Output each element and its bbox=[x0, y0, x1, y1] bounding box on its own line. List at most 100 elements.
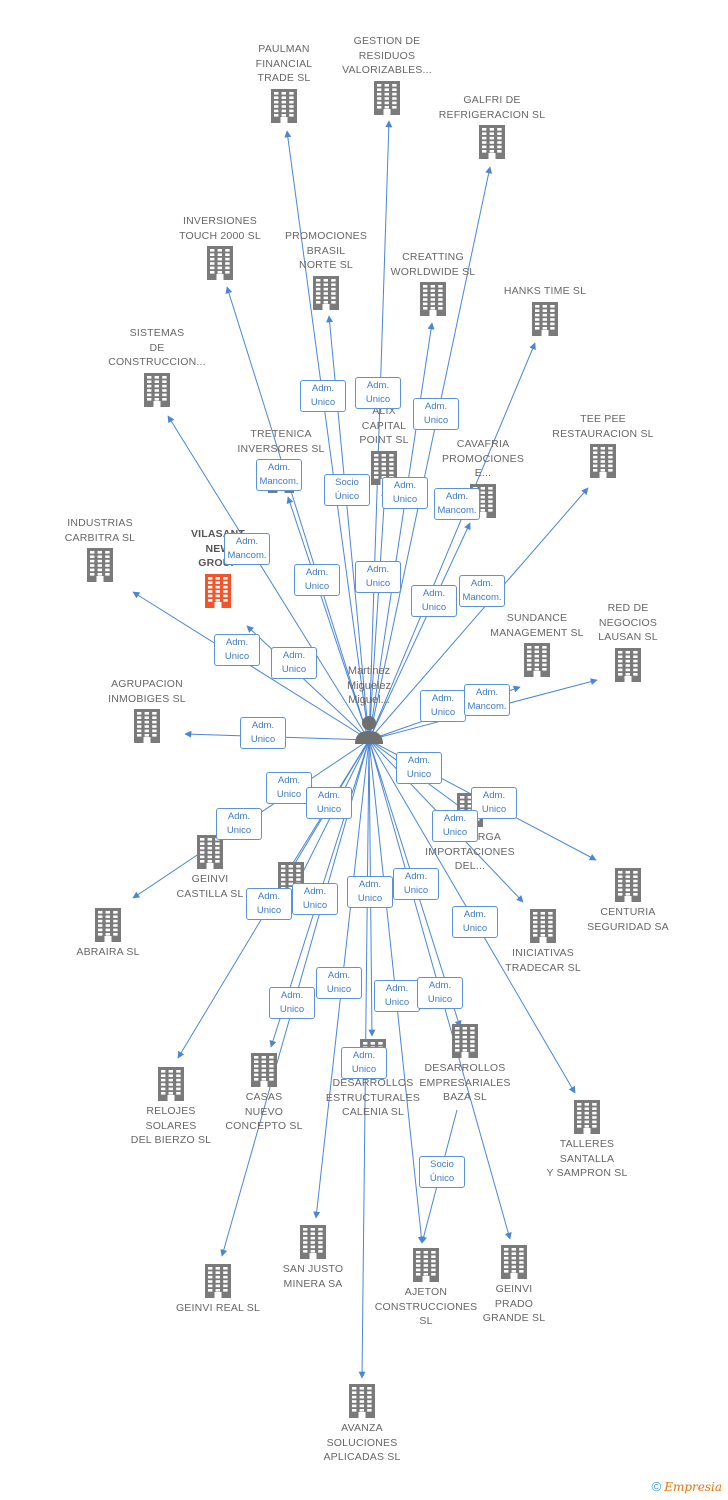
building-icon[interactable] bbox=[532, 301, 558, 336]
role-badge[interactable]: Adm.Unico bbox=[413, 398, 459, 430]
role-badge[interactable]: Adm.Unico bbox=[269, 987, 315, 1019]
role-badge[interactable]: Adm.Unico bbox=[374, 980, 420, 1012]
role-badge[interactable]: Adm.Unico bbox=[417, 977, 463, 1009]
role-badge[interactable]: Adm.Unico bbox=[294, 564, 340, 596]
role-badge[interactable]: Adm.Unico bbox=[216, 808, 262, 840]
role-badge[interactable]: Adm.Mancom. bbox=[224, 533, 270, 565]
role-badge[interactable]: Adm.Unico bbox=[355, 561, 401, 593]
building-icon[interactable] bbox=[313, 275, 339, 310]
building-icon[interactable] bbox=[251, 1053, 277, 1087]
building-icon[interactable] bbox=[615, 647, 641, 682]
role-badge[interactable]: Adm.Unico bbox=[246, 888, 292, 920]
building-icon[interactable] bbox=[590, 444, 616, 478]
role-badge[interactable]: Adm.Mancom. bbox=[434, 488, 480, 520]
role-badge[interactable]: Adm.Unico bbox=[240, 717, 286, 749]
role-badge[interactable]: Adm.Unico bbox=[316, 967, 362, 999]
building-icon[interactable] bbox=[87, 548, 113, 582]
company-label-line: CAPITAL bbox=[361, 419, 407, 432]
building-icon[interactable] bbox=[479, 125, 505, 159]
building-icon[interactable] bbox=[413, 1248, 439, 1282]
building-icon[interactable] bbox=[452, 1024, 478, 1058]
building-icon[interactable] bbox=[300, 1225, 326, 1259]
company-label: HANKS TIME SL bbox=[480, 284, 610, 299]
building-icon[interactable] bbox=[524, 643, 550, 677]
company-label-line: NUEVO bbox=[244, 1105, 284, 1118]
role-badge[interactable]: Adm.Mancom. bbox=[464, 684, 510, 716]
building-icon[interactable] bbox=[144, 372, 170, 407]
role-badge-line: Socio bbox=[335, 477, 359, 488]
building-icon[interactable] bbox=[271, 88, 297, 123]
role-badge[interactable]: Adm.Unico bbox=[471, 787, 517, 819]
person-icon[interactable] bbox=[309, 714, 429, 744]
role-badge[interactable]: Adm.Unico bbox=[382, 477, 428, 509]
role-badge[interactable]: Adm. Unico bbox=[393, 868, 439, 900]
role-badge[interactable]: Adm.Unico bbox=[452, 906, 498, 938]
building-icon[interactable] bbox=[205, 1264, 231, 1298]
building-icon[interactable] bbox=[420, 282, 446, 316]
building-icon[interactable] bbox=[158, 1067, 184, 1101]
building-icon[interactable] bbox=[574, 1100, 600, 1134]
company-node-abraira[interactable]: ABRAIRA SL bbox=[43, 908, 173, 960]
role-badge[interactable]: Adm.Unico bbox=[347, 876, 393, 908]
building-icon[interactable] bbox=[349, 1384, 375, 1418]
building-icon[interactable] bbox=[207, 246, 233, 280]
role-badge-line: Unico bbox=[351, 1064, 377, 1075]
company-node-geinvireal[interactable]: GEINVI REAL SL bbox=[153, 1264, 283, 1316]
building-icon[interactable] bbox=[205, 573, 231, 608]
role-badge[interactable]: Adm.Unico bbox=[355, 377, 401, 409]
building-icon[interactable] bbox=[197, 835, 223, 869]
company-node-hanks[interactable]: HANKS TIME SL bbox=[480, 284, 610, 336]
role-badge[interactable]: Adm.Mancom. bbox=[256, 459, 302, 491]
role-badge-line: Adm. bbox=[404, 871, 428, 882]
role-badge-line: Unico bbox=[403, 885, 429, 896]
role-badge-line: Adm. bbox=[280, 990, 304, 1001]
building-icon[interactable] bbox=[501, 1245, 527, 1279]
building-icon[interactable] bbox=[615, 868, 641, 902]
building-icon[interactable] bbox=[530, 909, 556, 943]
building-icon[interactable] bbox=[134, 709, 160, 743]
role-badge[interactable]: Adm.Unico bbox=[292, 883, 338, 915]
role-badge[interactable]: Adm.Unico bbox=[420, 690, 466, 722]
role-badge-line: Mancom. bbox=[462, 592, 502, 603]
building-icon[interactable] bbox=[374, 80, 400, 115]
role-badge[interactable]: Adm.Mancom. bbox=[459, 575, 505, 607]
role-badge[interactable]: Adm.Unico bbox=[411, 585, 457, 617]
role-badge[interactable]: Adm.Unico bbox=[341, 1047, 387, 1079]
role-badge[interactable]: Adm.Unico bbox=[396, 752, 442, 784]
role-badge[interactable]: Adm.Unico bbox=[306, 787, 352, 819]
company-label-line: BAZA SL bbox=[442, 1091, 487, 1103]
role-badge[interactable]: Adm.Unico bbox=[266, 772, 312, 804]
role-badge[interactable]: Adm.Unico bbox=[432, 810, 478, 842]
role-badge[interactable]: Adm.Unico bbox=[271, 647, 317, 679]
building-icon[interactable] bbox=[95, 908, 121, 942]
role-badge[interactable]: Adm.Unico bbox=[214, 634, 260, 666]
role-badge[interactable]: Adm.Unico bbox=[300, 380, 346, 412]
